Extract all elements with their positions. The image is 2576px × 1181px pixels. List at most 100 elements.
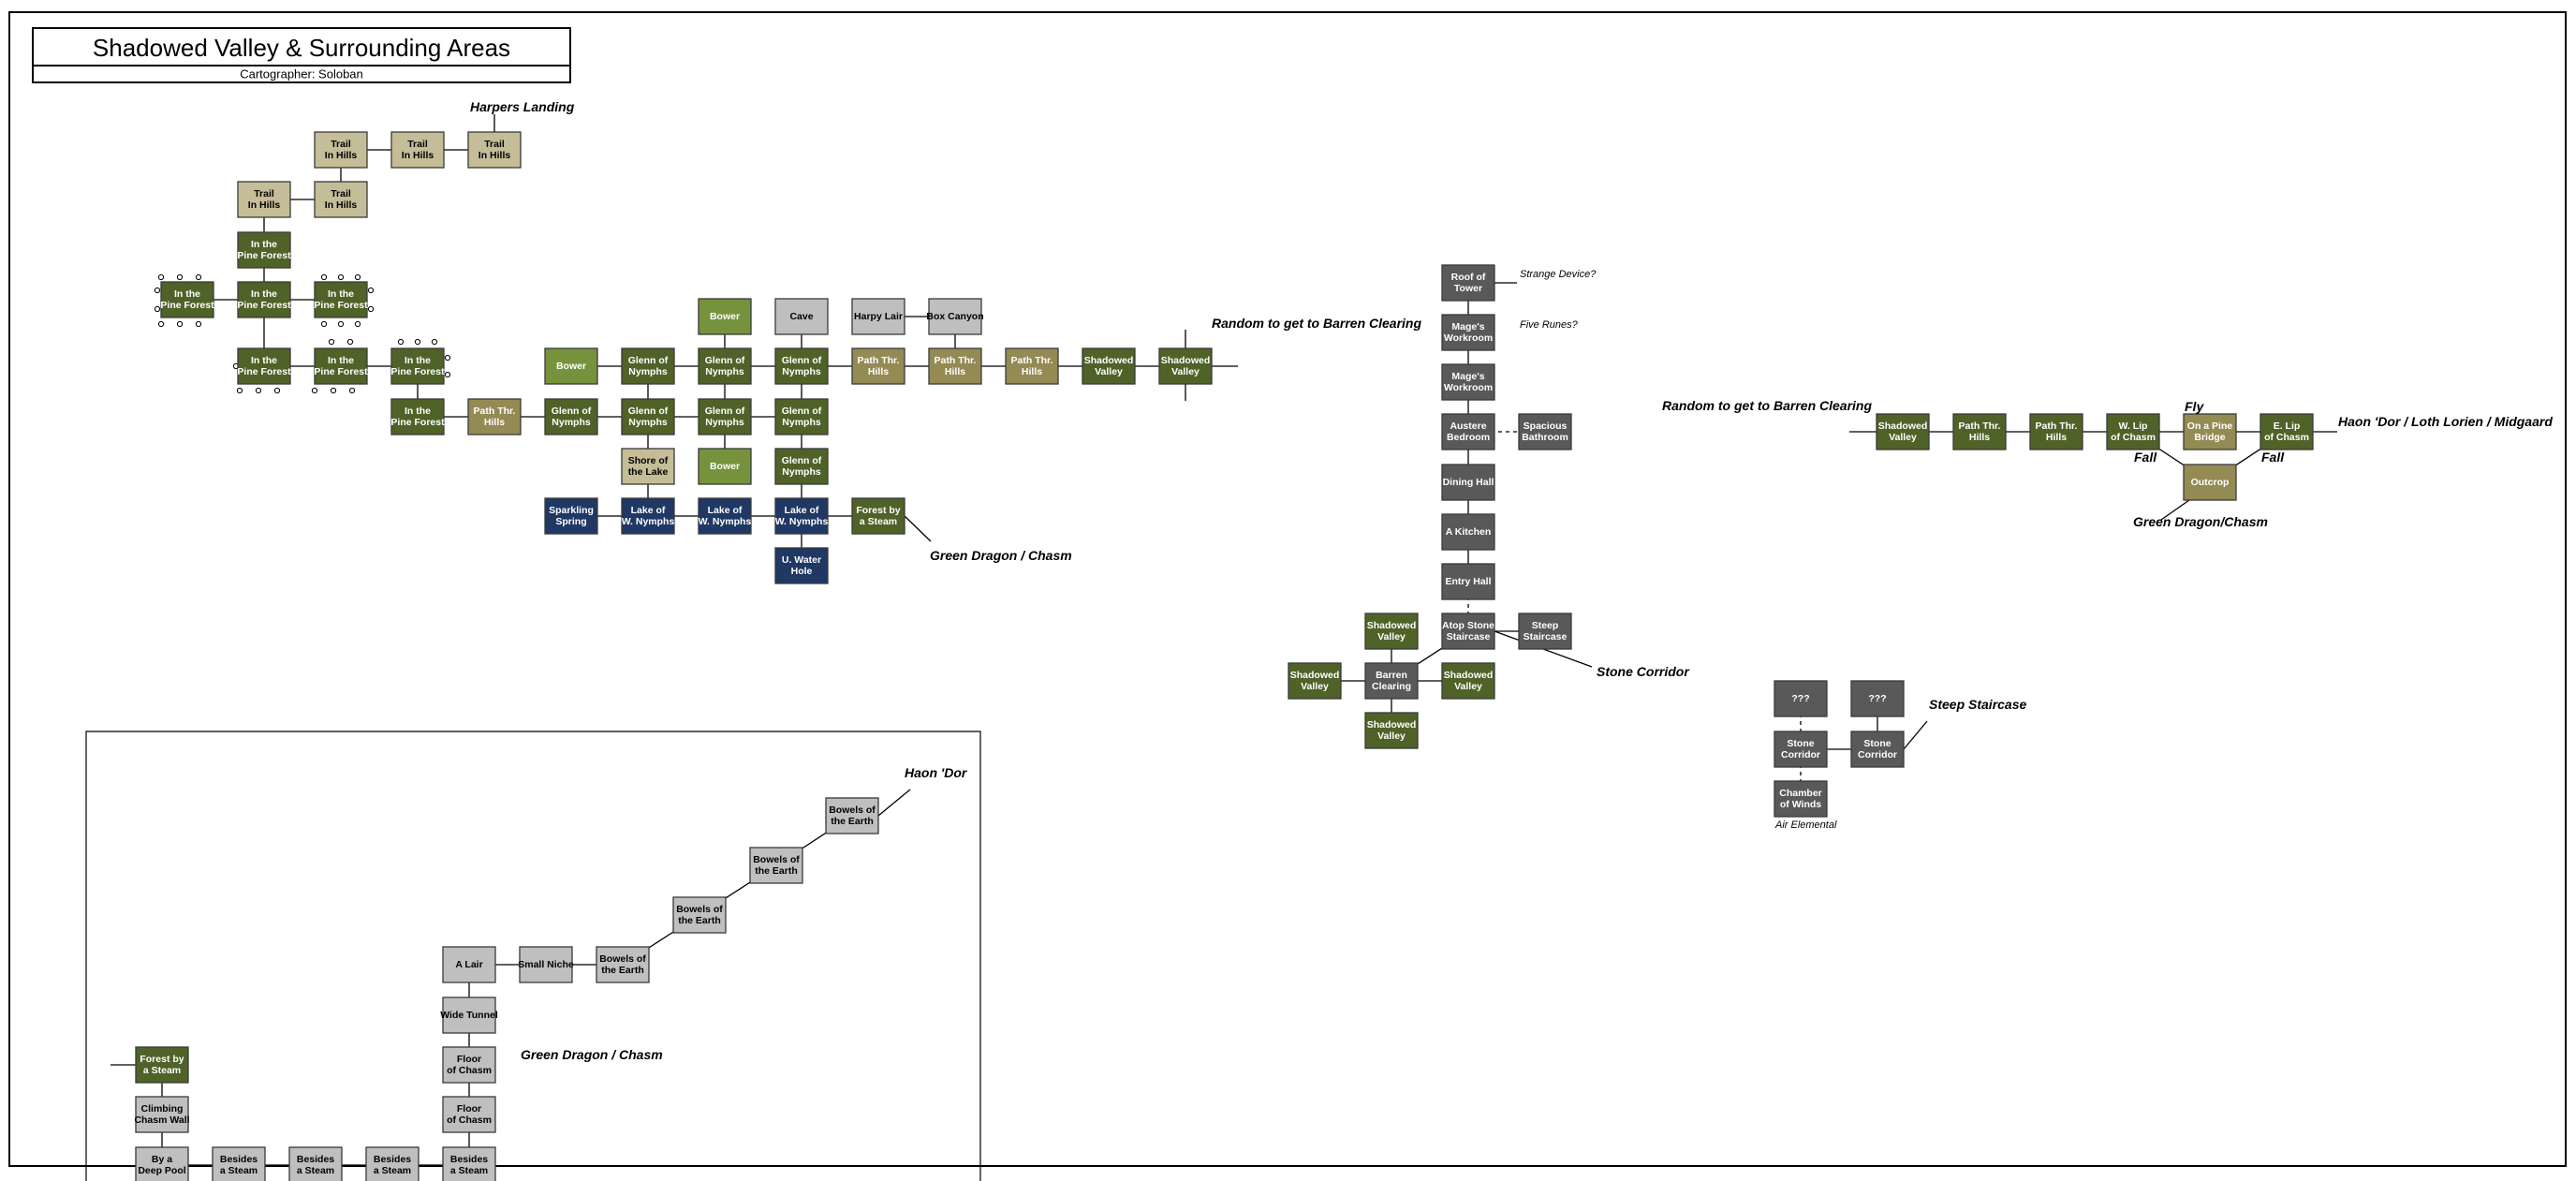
room-harpy[interactable]: Harpy Lair xyxy=(851,298,905,335)
room-niche[interactable]: Small Niche xyxy=(518,946,574,983)
room-bow1[interactable]: Bower xyxy=(698,298,752,335)
room-label: Entry Hall xyxy=(1445,576,1491,587)
label-green-dragon-chasm-3: Green Dragon / Chasm xyxy=(521,1047,663,1062)
room-kitchen[interactable]: A Kitchen xyxy=(1441,513,1495,551)
room-dining[interactable]: Dining Hall xyxy=(1441,464,1495,501)
room-pth1[interactable]: Path Thr.Hills xyxy=(467,398,522,435)
room-bow2[interactable]: Bower xyxy=(544,347,598,385)
room-box xyxy=(544,497,598,535)
room-box xyxy=(774,547,829,584)
room-pth4[interactable]: Path Thr.Hills xyxy=(1005,347,1059,385)
room-box xyxy=(1441,513,1495,551)
room-pth2[interactable]: Path Thr.Hills xyxy=(851,347,905,385)
room-box xyxy=(1952,413,2007,450)
room-box xyxy=(774,497,829,535)
room-q2[interactable]: ??? xyxy=(1850,680,1905,717)
title-block: Shadowed Valley & Surrounding Areas Cart… xyxy=(32,27,571,83)
room-box xyxy=(2183,413,2237,450)
label-random-barren-2: Random to get to Barren Clearing xyxy=(1662,398,1872,413)
room-lair[interactable]: A Lair xyxy=(442,946,496,983)
room-q1[interactable]: ??? xyxy=(1774,680,1828,717)
room-outcrop[interactable]: Outcrop xyxy=(2183,464,2237,501)
room-pth3[interactable]: Path Thr.Hills xyxy=(928,347,982,385)
label-green-dragon-chasm-2: Green Dragon/Chasm xyxy=(2133,514,2268,529)
room-pth5[interactable]: Path Thr.Hills xyxy=(1952,413,2007,450)
room-bow3[interactable]: Bower xyxy=(698,448,752,485)
room-cave[interactable]: Cave xyxy=(774,298,829,335)
room-box xyxy=(519,946,573,983)
room-boxc[interactable]: Box Canyon xyxy=(926,298,984,335)
room-pth6[interactable]: Path Thr.Hills xyxy=(2029,413,2083,450)
room-wide[interactable]: Wide Tunnel xyxy=(440,996,498,1034)
room-entry[interactable]: Entry Hall xyxy=(1441,563,1495,600)
room-label: Dining Hall xyxy=(1443,477,1494,488)
